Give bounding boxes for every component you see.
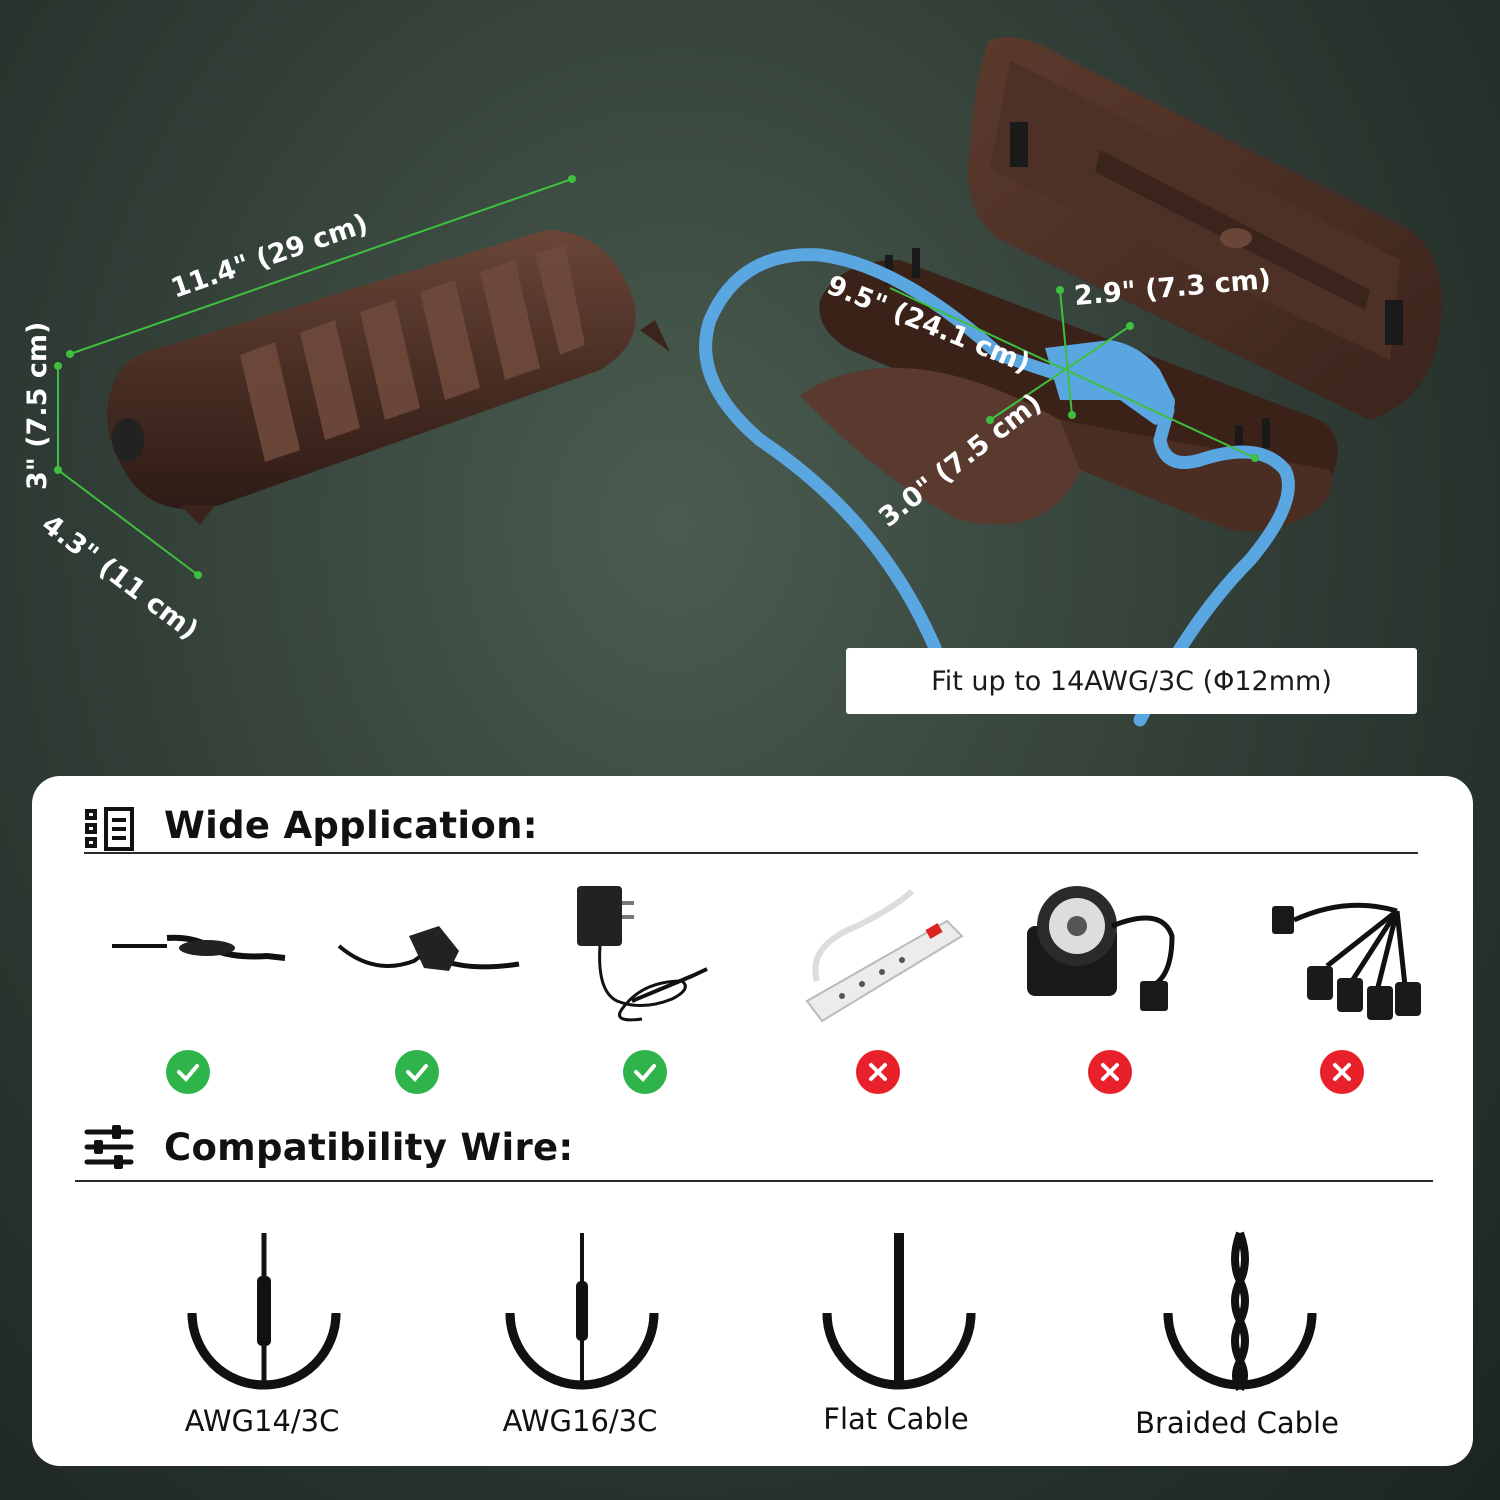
splitter-cord-image [1272, 902, 1421, 1020]
fit-note: Fit up to 14AWG/3C (Φ12mm) [846, 648, 1417, 714]
ok-icon [166, 1050, 210, 1094]
wire-label-braided: Braided Cable [1135, 1406, 1339, 1440]
product-hero: 11.4" (29 cm) 3" (7.5 cm) 4.3" (11 cm) [22, 37, 1442, 727]
awg14-wire-diagram [187, 1233, 341, 1390]
dimension-lines-closed [54, 175, 576, 579]
length-label: 11.4" (29 cm) [167, 208, 372, 304]
outdoor-timer-image [1027, 886, 1175, 1011]
wire-label-flat: Flat Cable [823, 1402, 969, 1436]
braided-wire-diagram [1163, 1231, 1317, 1391]
height-label: 3" (7.5 cm) [22, 322, 53, 490]
no-icon [1088, 1050, 1132, 1094]
angled-plug-cord-image [337, 926, 520, 971]
closed-cable-box [107, 230, 670, 525]
sliders-icon [84, 1125, 134, 1169]
compatibility-divider [75, 1180, 1433, 1182]
flat-wire-diagram [822, 1233, 976, 1390]
blue-cable [699, 248, 1295, 727]
no-icon [1320, 1050, 1364, 1094]
wire-label-awg14: AWG14/3C [184, 1404, 340, 1438]
power-strip-image [805, 888, 964, 1023]
compatibility-title: Compatibility Wire: [164, 1126, 574, 1169]
wire-label-awg16: AWG16/3C [502, 1404, 658, 1438]
width-label: 4.3" (11 cm) [36, 509, 204, 646]
no-icon [856, 1050, 900, 1094]
ok-icon [395, 1050, 439, 1094]
application-title: Wide Application: [164, 804, 538, 847]
info-panel: Wide Application: [32, 776, 1473, 1466]
dimension-lines-open [889, 286, 1259, 462]
power-adapter-image [577, 886, 708, 1022]
list-icon [85, 807, 134, 851]
awg16-wire-diagram [505, 1233, 659, 1390]
extension-cord-image [112, 934, 286, 961]
application-divider [84, 852, 1418, 854]
ok-icon [623, 1050, 667, 1094]
